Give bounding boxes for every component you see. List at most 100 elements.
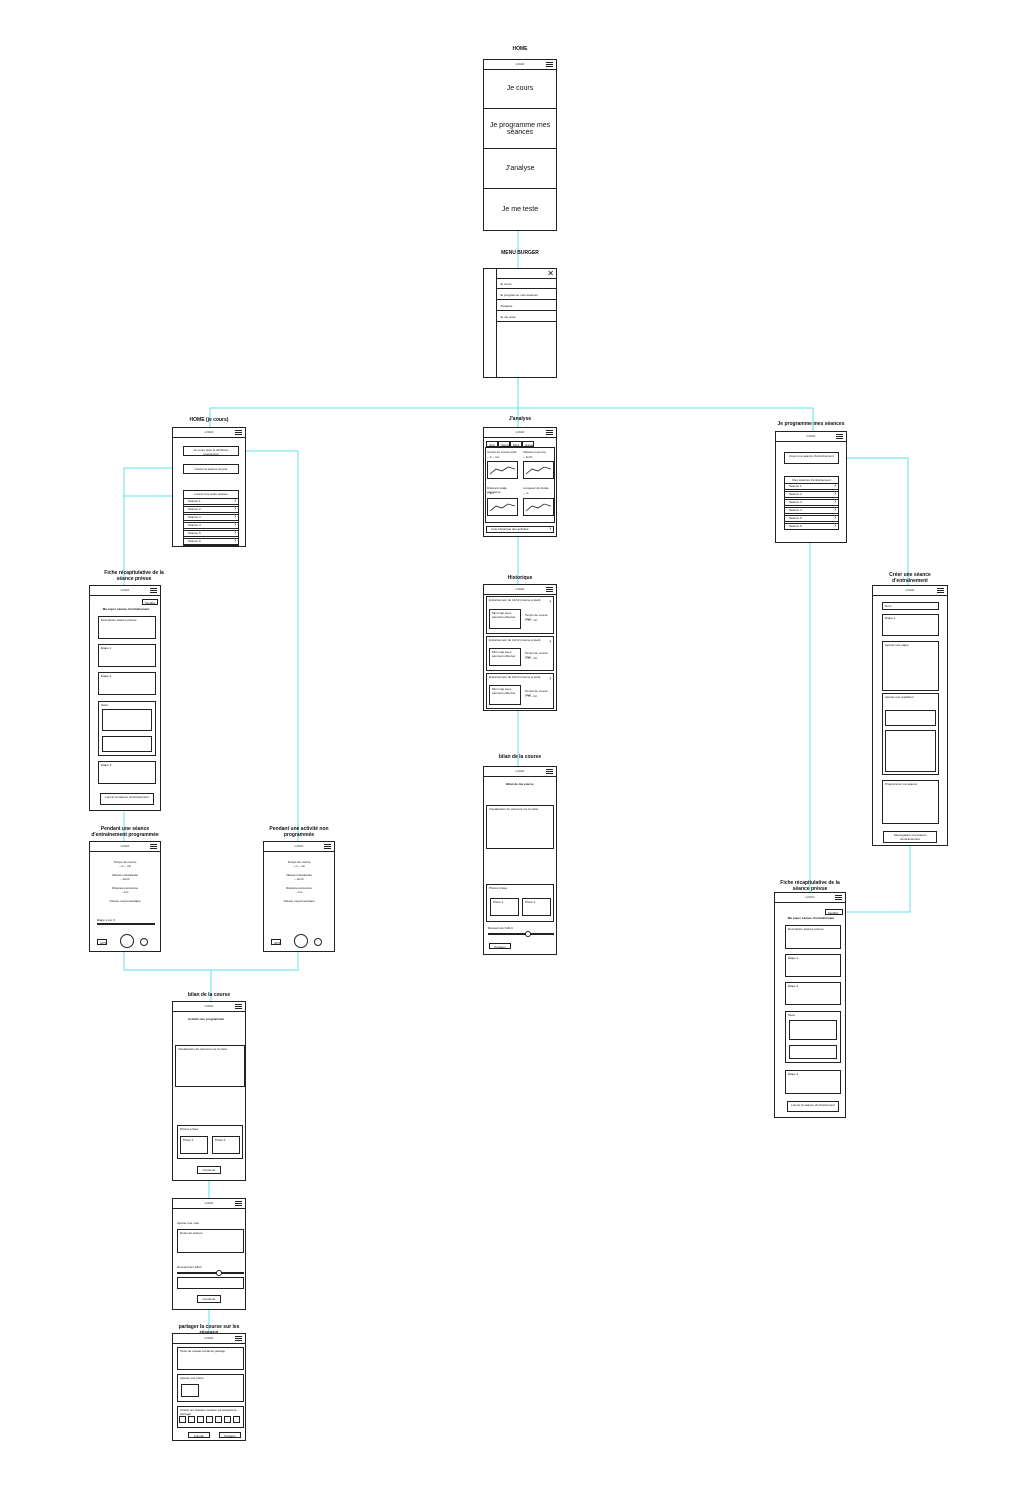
history-link[interactable]: Liste historique des activités› bbox=[486, 526, 554, 533]
pause-icon[interactable] bbox=[120, 934, 134, 948]
connector-pendant-bilan bbox=[123, 952, 299, 1001]
share-button[interactable]: Partager bbox=[489, 943, 511, 949]
burger-menu-icon[interactable] bbox=[235, 430, 242, 435]
effort-slider-knob[interactable] bbox=[216, 1270, 222, 1276]
share-button[interactable]: Partager bbox=[219, 1432, 241, 1438]
pause-icon[interactable] bbox=[294, 934, 308, 948]
gps-run-button[interactable]: Je cours avec le GPS/non programmé bbox=[183, 446, 239, 456]
screen-note: LOGO Ajouter une note Notes de séance Re… bbox=[172, 1198, 246, 1310]
home-button-je-cours[interactable]: Je cours bbox=[484, 69, 556, 109]
planning-block[interactable]: Programmer ma séance bbox=[882, 780, 939, 824]
logo: LOGO bbox=[805, 895, 815, 899]
share-text-field[interactable]: Texte du réseau social de partage bbox=[177, 1347, 244, 1370]
step-block: Étape 1 bbox=[98, 644, 156, 667]
tab-jour[interactable]: Jour bbox=[486, 441, 498, 447]
route-map: Visualisation du parcours sur la carte bbox=[486, 805, 554, 849]
screen-fiche-left: LOGO Modifier Ma super séance d'entraîne… bbox=[89, 585, 161, 811]
launch-session-button[interactable]: Lancer la séance d'entraînement bbox=[100, 793, 154, 805]
name-field[interactable]: Nom bbox=[882, 602, 939, 610]
gps-button[interactable]: GPS bbox=[271, 939, 281, 945]
network-option[interactable] bbox=[206, 1416, 213, 1423]
edit-button[interactable]: Modifier bbox=[825, 909, 843, 915]
effort-slider-knob[interactable] bbox=[525, 931, 531, 937]
effort-slider[interactable] bbox=[488, 933, 554, 935]
launch-session-button[interactable]: Lancer la séance d'entraînement bbox=[787, 1101, 839, 1112]
notes-textarea[interactable]: Notes de séance bbox=[177, 1229, 244, 1253]
time-value: -- h -- mn bbox=[525, 618, 538, 622]
stop-icon[interactable] bbox=[314, 938, 322, 946]
time-label: Temps de course total bbox=[525, 651, 548, 659]
logo: LOGO bbox=[515, 587, 525, 591]
photo-thumb[interactable]: Photo 1 bbox=[490, 898, 519, 916]
session-row[interactable]: Séance 5› bbox=[784, 515, 839, 522]
photo-thumb[interactable]: Photo 2 bbox=[522, 898, 551, 916]
burger-menu-icon[interactable] bbox=[546, 587, 553, 592]
stop-icon[interactable] bbox=[140, 938, 148, 946]
edit-button[interactable]: Modifier bbox=[142, 599, 158, 605]
photo-thumb[interactable]: Photo 1 bbox=[180, 1136, 208, 1154]
network-option[interactable] bbox=[179, 1416, 186, 1423]
cancel-button[interactable]: Annuler bbox=[188, 1432, 210, 1438]
effort-options[interactable] bbox=[177, 1277, 244, 1289]
home-button-analyse[interactable]: J'analyse bbox=[484, 149, 556, 189]
stat-label: Temps de course total bbox=[487, 450, 517, 454]
network-option[interactable] bbox=[224, 1416, 231, 1423]
network-option[interactable] bbox=[215, 1416, 222, 1423]
network-option[interactable] bbox=[188, 1416, 195, 1423]
session-row[interactable]: Séance 1› bbox=[784, 483, 839, 490]
network-option[interactable] bbox=[197, 1416, 204, 1423]
screen-title-home-je-cours: HOME (je cours) bbox=[189, 417, 229, 423]
today-session-button[interactable]: Lancer la séance du jour bbox=[183, 464, 239, 474]
session-row[interactable]: Séance 4› bbox=[784, 507, 839, 514]
tab-mois[interactable]: Mois bbox=[510, 441, 522, 447]
save-session-button[interactable]: Sauvegarder ma séance d'entraînement bbox=[883, 831, 937, 843]
line-graph-svg bbox=[525, 503, 552, 512]
burger-menu-icon[interactable] bbox=[324, 844, 331, 849]
burger-menu-icon[interactable] bbox=[235, 1201, 242, 1206]
photo-thumb[interactable]: Photo 2 bbox=[212, 1136, 240, 1154]
effort-slider[interactable] bbox=[177, 1272, 244, 1274]
home-button-me-teste[interactable]: Je me teste bbox=[501, 206, 539, 213]
add-step-block[interactable]: Ajouter une étape bbox=[882, 641, 939, 691]
burger-menu-icon[interactable] bbox=[546, 769, 553, 774]
burger-menu-icon[interactable] bbox=[546, 62, 553, 67]
burger-menu-icon[interactable] bbox=[235, 1004, 242, 1009]
session-row[interactable]: Séance 2› bbox=[183, 506, 239, 513]
session-row[interactable]: Séance 4› bbox=[183, 522, 239, 529]
menu-item-programme[interactable]: Je programme mes séances bbox=[496, 290, 556, 300]
burger-menu-icon[interactable] bbox=[235, 1336, 242, 1341]
continue-button[interactable]: Continuer bbox=[197, 1166, 221, 1174]
header: LOGO bbox=[873, 586, 947, 596]
gps-button[interactable]: GPS bbox=[97, 939, 107, 945]
logo: LOGO bbox=[204, 1201, 214, 1205]
create-session-button[interactable]: Créer une séance d'entraînement bbox=[784, 452, 839, 464]
session-row[interactable]: Séance 6› bbox=[183, 538, 239, 545]
speed-value: -- km/h bbox=[294, 877, 304, 881]
tab-annee[interactable]: Année bbox=[522, 441, 534, 447]
burger-menu-icon[interactable] bbox=[150, 588, 157, 593]
session-row[interactable]: Séance 3› bbox=[784, 499, 839, 506]
network-option[interactable] bbox=[233, 1416, 240, 1423]
session-row[interactable]: Séance 2› bbox=[784, 491, 839, 498]
burger-menu-icon[interactable] bbox=[546, 430, 553, 435]
session-row[interactable]: Séance 6› bbox=[784, 523, 839, 530]
burger-menu-icon[interactable] bbox=[937, 588, 944, 593]
close-icon[interactable]: ✕ bbox=[547, 269, 554, 278]
burger-menu-icon[interactable] bbox=[836, 434, 843, 439]
session-row[interactable]: Séance 5› bbox=[183, 530, 239, 537]
home-button-programme[interactable]: Je programme mes séances bbox=[484, 109, 556, 149]
screen-home-je-cours: LOGO Je cours avec le GPS/non programmé … bbox=[172, 427, 246, 547]
session-row[interactable]: Séance 1› bbox=[183, 498, 239, 505]
menu-item-analyse[interactable]: J'analyse bbox=[496, 301, 556, 311]
burger-menu-icon[interactable] bbox=[150, 844, 157, 849]
line-graph bbox=[523, 498, 554, 516]
run-time-label: Temps de course bbox=[287, 860, 311, 864]
menu-item-je-cours[interactable]: Je cours bbox=[496, 279, 556, 289]
session-row[interactable]: Séance 3› bbox=[183, 514, 239, 521]
tab-semaine[interactable]: Semaine bbox=[498, 441, 513, 447]
burger-menu-icon[interactable] bbox=[835, 895, 842, 900]
session-label: Séance 3 bbox=[789, 500, 802, 504]
continue-button[interactable]: Continuer bbox=[197, 1295, 221, 1303]
menu-item-me-teste[interactable]: Je me teste bbox=[496, 312, 556, 322]
sub-step-block bbox=[789, 1020, 837, 1040]
